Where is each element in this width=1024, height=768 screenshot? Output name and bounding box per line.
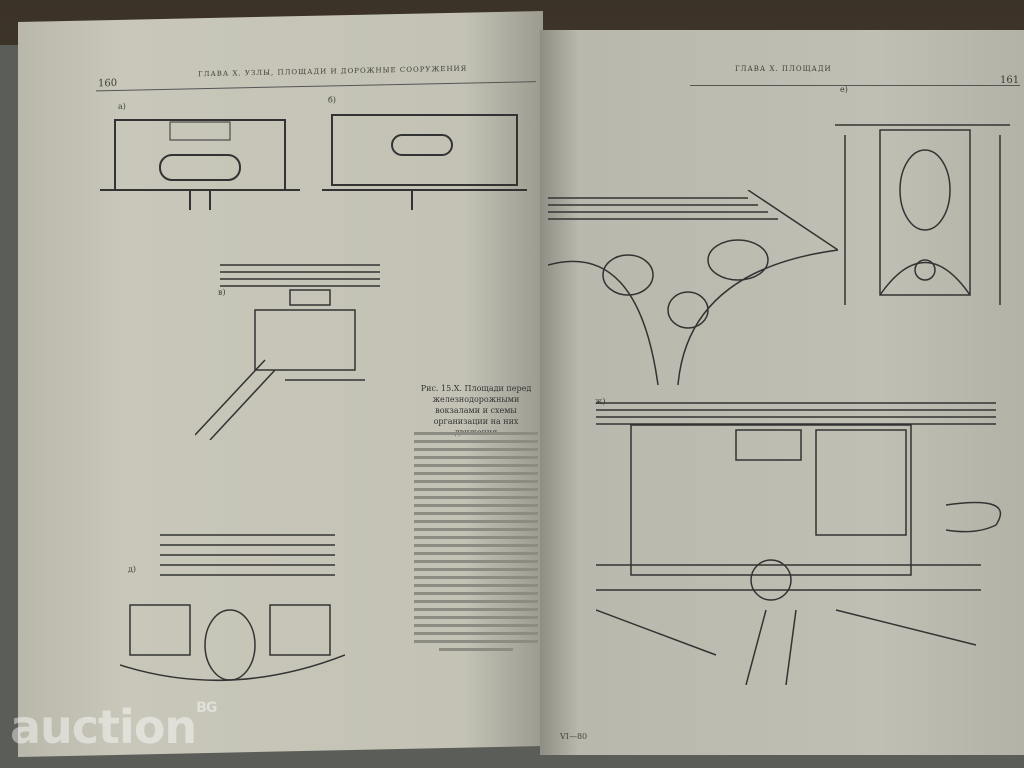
diagram-c [195, 264, 380, 440]
watermark-text: auction [10, 700, 197, 754]
page-number: 160 [98, 77, 118, 90]
running-header: ГЛАВА X. УЗЛЫ, ПЛОЩАДИ И ДОРОЖНЫЕ СООРУЖ… [198, 64, 468, 79]
caption-body [414, 432, 538, 651]
diagram-station-square [548, 190, 838, 385]
header-rule [690, 85, 1020, 86]
figure-label: е) [840, 85, 848, 94]
diagram-zh [596, 402, 1002, 685]
diagram-b [322, 114, 527, 210]
running-header: ГЛАВА X. ПЛОЩАДИ [735, 65, 832, 73]
diagram-e [835, 124, 1010, 305]
figure-caption: Рис. 15.X. Площади перед железнодорожным… [420, 384, 532, 437]
diagram-d [120, 534, 345, 682]
right-page: ГЛАВА X. ПЛОЩАДИ 161 е) ж) [540, 30, 1024, 755]
printer-signature: VI—80 [560, 732, 588, 741]
diagram-a [100, 119, 300, 210]
header-rule [96, 81, 536, 92]
page-number: 161 [1000, 75, 1020, 86]
watermark-logo: auctionBG [10, 700, 217, 754]
watermark-suffix: BG [196, 700, 217, 716]
figure-label: ж) [595, 397, 606, 406]
